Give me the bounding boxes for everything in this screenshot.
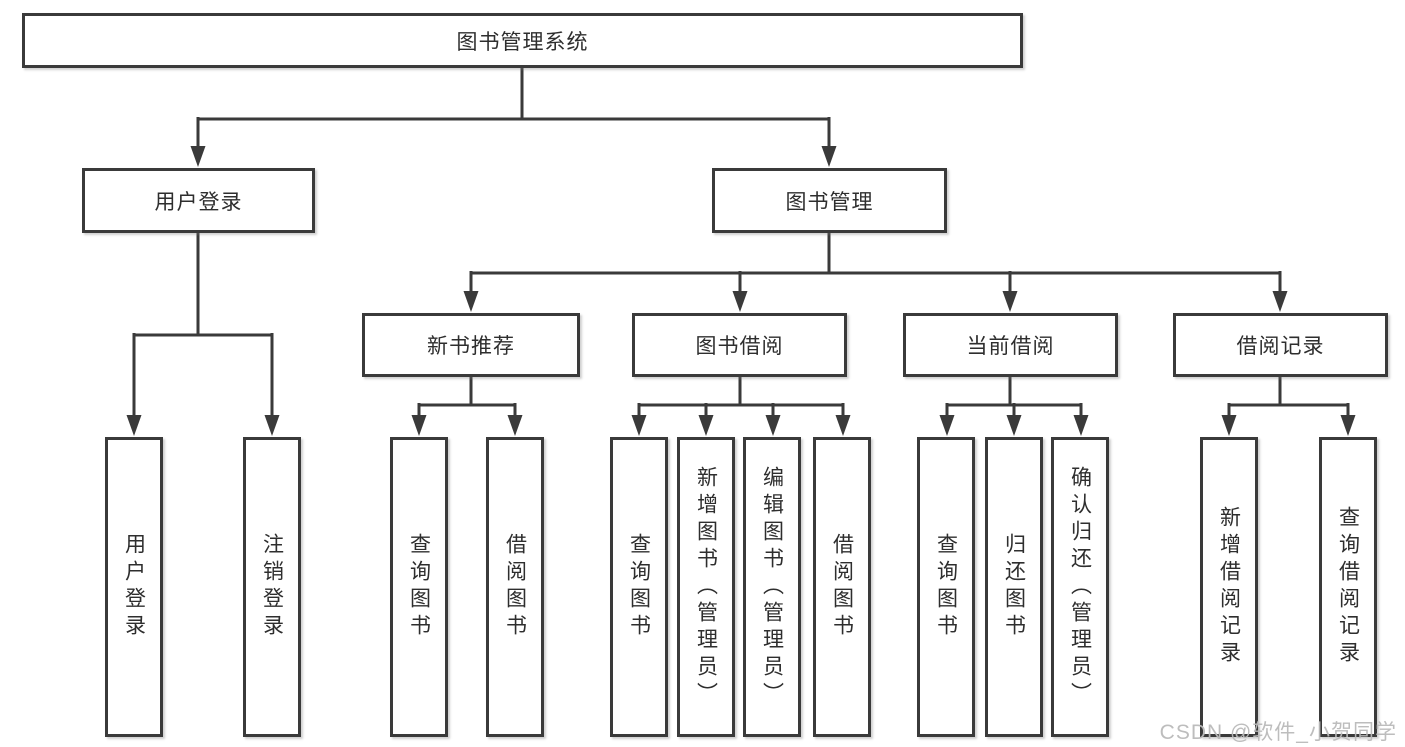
leaf-logout-label: 注销登录 xyxy=(260,533,284,641)
leaf-add-borrow-record-label: 新增借阅记录 xyxy=(1217,506,1241,668)
node-root-label: 图书管理系统 xyxy=(456,30,589,54)
leaf-user-login: 用户登录 xyxy=(105,437,163,737)
node-current-borrow: 当前借阅 xyxy=(903,313,1118,377)
leaf-query-borrow-record: 查询借阅记录 xyxy=(1319,437,1377,737)
leaf-add-book-admin: 新增图书（管理员） xyxy=(677,437,735,737)
leaf-confirm-return-admin: 确认归还（管理员） xyxy=(1051,437,1109,737)
csdn-watermark: CSDN @软件_小贺同学 xyxy=(1159,721,1397,744)
node-book-borrow: 图书借阅 xyxy=(632,313,847,377)
leaf-rec-borrow-book-label: 借阅图书 xyxy=(503,533,527,641)
leaf-current-query-book-label: 查询图书 xyxy=(934,533,958,641)
leaf-edit-book-admin-label: 编辑图书（管理员） xyxy=(760,465,784,709)
node-book-borrow-label: 图书借阅 xyxy=(695,335,784,358)
node-root: 图书管理系统 xyxy=(22,13,1023,68)
node-current-borrow-label: 当前借阅 xyxy=(966,335,1055,358)
leaf-add-borrow-record: 新增借阅记录 xyxy=(1200,437,1258,737)
node-new-book-recommend-label: 新书推荐 xyxy=(427,335,515,358)
leaf-current-query-book: 查询图书 xyxy=(917,437,975,737)
leaf-borrow-book: 借阅图书 xyxy=(813,437,871,737)
leaf-add-book-admin-label: 新增图书（管理员） xyxy=(694,465,718,709)
node-user-login: 用户登录 xyxy=(82,168,315,233)
leaf-return-book: 归还图书 xyxy=(985,437,1043,737)
node-borrow-record: 借阅记录 xyxy=(1173,313,1388,377)
leaf-borrow-book-label: 借阅图书 xyxy=(830,533,854,641)
leaf-return-book-label: 归还图书 xyxy=(1002,533,1026,641)
node-book-management-label: 图书管理 xyxy=(785,190,874,214)
leaf-logout: 注销登录 xyxy=(243,437,301,737)
leaf-user-login-label: 用户登录 xyxy=(122,533,146,641)
leaf-borrow-query-book-label: 查询图书 xyxy=(627,533,651,641)
leaf-query-borrow-record-label: 查询借阅记录 xyxy=(1336,506,1360,668)
node-book-management: 图书管理 xyxy=(712,168,947,233)
leaf-rec-query-book-label: 查询图书 xyxy=(407,533,431,641)
node-borrow-record-label: 借阅记录 xyxy=(1236,335,1325,358)
leaf-edit-book-admin: 编辑图书（管理员） xyxy=(743,437,801,737)
leaf-confirm-return-admin-label: 确认归还（管理员） xyxy=(1068,465,1092,709)
node-new-book-recommend: 新书推荐 xyxy=(362,313,580,377)
leaf-rec-borrow-book: 借阅图书 xyxy=(486,437,544,737)
leaf-borrow-query-book: 查询图书 xyxy=(610,437,668,737)
leaf-rec-query-book: 查询图书 xyxy=(390,437,448,737)
node-user-login-label: 用户登录 xyxy=(154,190,243,214)
